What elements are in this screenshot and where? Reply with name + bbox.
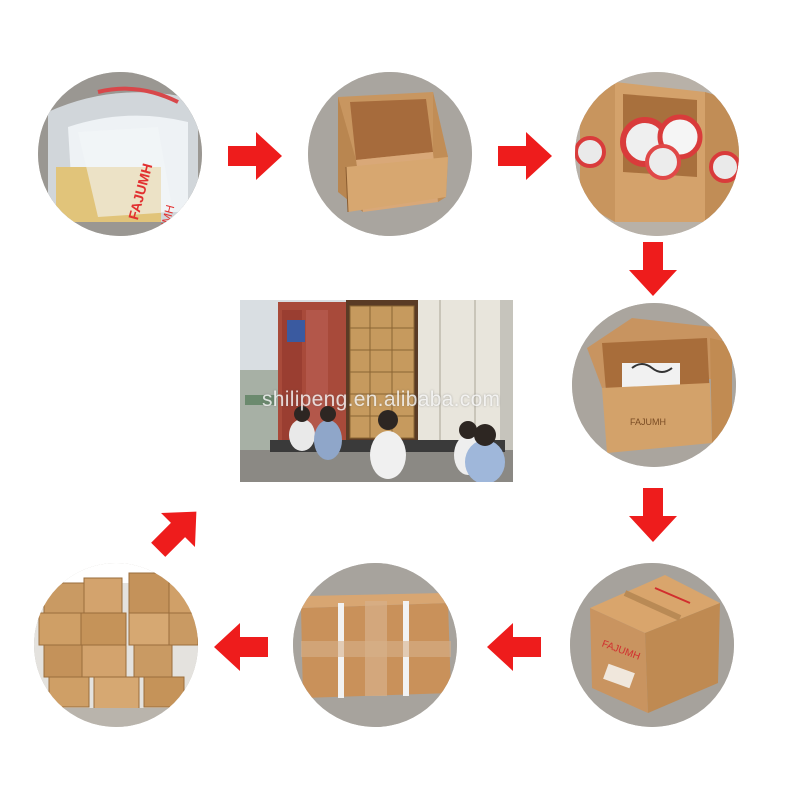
arrow-up-right-icon	[151, 511, 197, 557]
flow-arrow-left-1	[483, 617, 543, 677]
box-print-text: FAJUMH	[630, 417, 666, 427]
step-box-filled	[575, 72, 739, 236]
shipping-container-icon	[240, 300, 513, 482]
step-empty-box	[308, 72, 472, 236]
box-sealed-icon: FAJUMH	[570, 563, 734, 727]
step-bagged-product: FAJUMH FAJUMH	[38, 72, 202, 236]
arrow-right-icon	[228, 132, 282, 180]
flow-arrow-left-2	[210, 617, 270, 677]
box-stack-icon	[34, 563, 198, 727]
flow-arrow-down-1	[623, 240, 683, 300]
arrow-right-icon	[498, 132, 552, 180]
bagged-product-icon: FAJUMH FAJUMH	[38, 72, 202, 236]
flow-arrow-down-2	[623, 486, 683, 546]
box-strapped-icon	[293, 563, 457, 727]
arrow-down-icon	[629, 488, 677, 542]
arrow-down-icon	[629, 242, 677, 296]
box-packed-icon: FAJUMH	[572, 303, 736, 467]
step-box-stack	[34, 563, 198, 727]
watermark-text: shilipeng.en.alibaba.com	[262, 388, 501, 411]
step-box-sealed: FAJUMH	[570, 563, 734, 727]
box-filled-icon	[575, 72, 739, 236]
step-box-strapped	[293, 563, 457, 727]
flow-arrow-right-1	[226, 126, 286, 186]
container-loading-photo	[240, 300, 513, 482]
flow-arrow-up-right	[148, 500, 208, 560]
step-box-packed: FAJUMH	[572, 303, 736, 467]
arrow-left-icon	[487, 623, 541, 671]
flow-arrow-right-2	[496, 126, 556, 186]
empty-box-icon	[308, 72, 472, 236]
arrow-left-icon	[214, 623, 268, 671]
